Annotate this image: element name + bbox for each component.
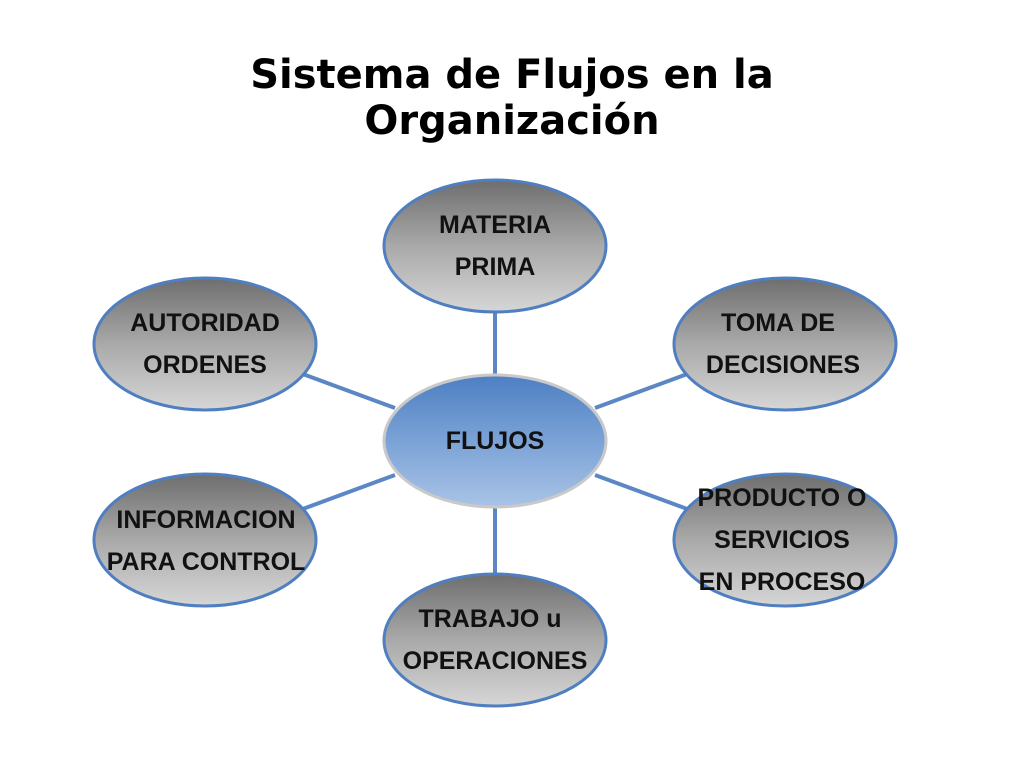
node-trabajo-operaciones [382, 572, 608, 708]
label-producto-servicios: PRODUCTO O SERVICIOS EN PROCESO [698, 477, 867, 603]
node-autoridad-ordenes [92, 276, 318, 412]
label-line: TRABAJO u [418, 605, 562, 633]
label-informacion-control: INFORMACION PARA CONTROL [107, 499, 306, 583]
label-line: INFORMACION [116, 506, 296, 534]
label-materia-prima: MATERIA PRIMA [439, 204, 551, 288]
center-label: FLUJOS [446, 420, 545, 462]
label-line: TOMA DE [721, 309, 835, 337]
diagram-title: Sistema de Flujos en la Organización [0, 52, 1024, 144]
center-label-text: FLUJOS [445, 427, 545, 455]
label-line: PRIMA [454, 253, 536, 281]
label-line: MATERIA [438, 211, 552, 239]
label-line: DECISIONES [705, 351, 861, 379]
title-line-2: Organización [364, 98, 660, 144]
label-line: EN PROCESO [698, 568, 866, 596]
label-toma-de-decisiones: TOMA DE DECISIONES [706, 302, 860, 386]
label-line: SERVICIOS [714, 526, 850, 554]
title-line-1: Sistema de Flujos en la [250, 52, 774, 98]
label-line: AUTORIDAD [130, 309, 280, 337]
label-line: OPERACIONES [402, 647, 588, 675]
node-toma-de-decisiones [672, 276, 898, 412]
label-line: PRODUCTO O [697, 484, 867, 512]
node-informacion-control [92, 472, 318, 608]
node-center-flujos [382, 373, 608, 509]
label-trabajo-operaciones: TRABAJO u OPERACIONES [403, 598, 588, 682]
connector-autoridad-ordenes [299, 371, 396, 410]
connector-producto-servicios [594, 473, 691, 512]
node-producto-servicios [672, 472, 898, 608]
connector-toma-de-decisiones [594, 371, 691, 410]
label-line: PARA CONTROL [106, 548, 306, 576]
node-materia-prima [382, 178, 608, 314]
connector-informacion-control [299, 473, 396, 512]
label-autoridad-ordenes: AUTORIDAD ORDENES [130, 302, 280, 386]
label-line: ORDENES [143, 351, 267, 379]
